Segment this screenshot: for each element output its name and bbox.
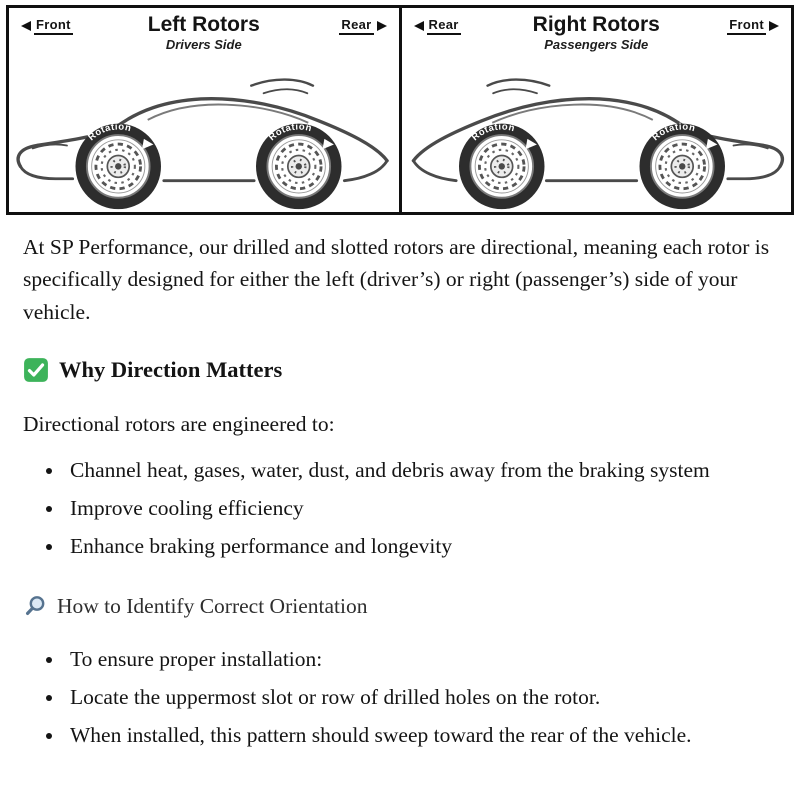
benefits-list: Channel heat, gases, water, dust, and de… <box>23 454 777 563</box>
front-direction-label: Front <box>21 17 73 35</box>
rear-rotor-icon: Rotation <box>468 121 537 200</box>
arrow-left-icon <box>413 21 424 31</box>
right-rotors-panel: Rear Right Rotors Passengers Side Front … <box>398 8 792 212</box>
rotation-arrow-icon <box>705 138 717 150</box>
orientation-list: To ensure proper installation: Locate th… <box>23 643 777 752</box>
arrow-left-icon <box>21 21 31 31</box>
car-illustration-right: Rotation Rotation <box>411 77 784 211</box>
panel-title: Right Rotors <box>532 13 660 36</box>
list-item: When installed, this pattern should swee… <box>65 719 777 751</box>
rear-rotor-icon: Rotation <box>265 121 334 200</box>
list-item: Enhance braking performance and longevit… <box>65 530 777 562</box>
intro-paragraph: At SP Performance, our drilled and slott… <box>23 235 770 324</box>
list-item: Channel heat, gases, water, dust, and de… <box>65 454 777 486</box>
section-heading-why-direction-matters: Why Direction Matters <box>23 353 777 387</box>
section-heading-text: How to Identify Correct Orientation <box>57 593 368 618</box>
rotation-arrow-icon <box>322 138 334 150</box>
panel-subtitle: Passengers Side <box>544 36 649 52</box>
section-heading-identify-orientation: How to Identify Correct Orientation <box>23 590 777 622</box>
direction-label-text: Front <box>34 17 73 35</box>
direction-label-text: Rear <box>339 17 374 35</box>
list-item: Improve cooling efficiency <box>65 492 777 524</box>
right-panel-header: Rear Right Rotors Passengers Side Front <box>402 13 792 60</box>
front-rotor-icon: Rotation <box>85 121 154 200</box>
panel-title: Left Rotors <box>147 13 260 36</box>
front-rotor-icon: Rotation <box>648 121 717 200</box>
car-illustration-left: Rotation Rotation <box>16 77 389 211</box>
direction-label-text: Front <box>727 17 766 35</box>
list-item: To ensure proper installation: <box>65 643 777 675</box>
left-panel-header: Front Left Rotors Drivers Side Rear <box>9 13 399 60</box>
rotor-direction-diagram: Front Left Rotors Drivers Side Rear Rota… <box>6 5 794 215</box>
rear-direction-label: Rear <box>413 17 461 35</box>
check-mark-icon <box>23 357 49 383</box>
section-heading-text: Why Direction Matters <box>59 356 283 382</box>
front-direction-label: Front <box>727 17 779 35</box>
list-item: Locate the uppermost slot or row of dril… <box>65 681 777 713</box>
rotation-arrow-icon <box>525 138 537 150</box>
rotation-arrow-icon <box>142 138 154 150</box>
panel-subtitle: Drivers Side <box>165 36 242 52</box>
arrow-right-icon <box>769 21 779 31</box>
direction-label-text: Rear <box>426 17 461 35</box>
left-rotors-panel: Front Left Rotors Drivers Side Rear Rota… <box>9 8 399 212</box>
rear-direction-label: Rear <box>339 17 387 35</box>
lead-paragraph: Directional rotors are engineered to: <box>23 411 335 436</box>
article-body: At SP Performance, our drilled and slott… <box>0 215 800 752</box>
arrow-right-icon <box>376 21 387 31</box>
magnifier-icon <box>23 594 47 618</box>
